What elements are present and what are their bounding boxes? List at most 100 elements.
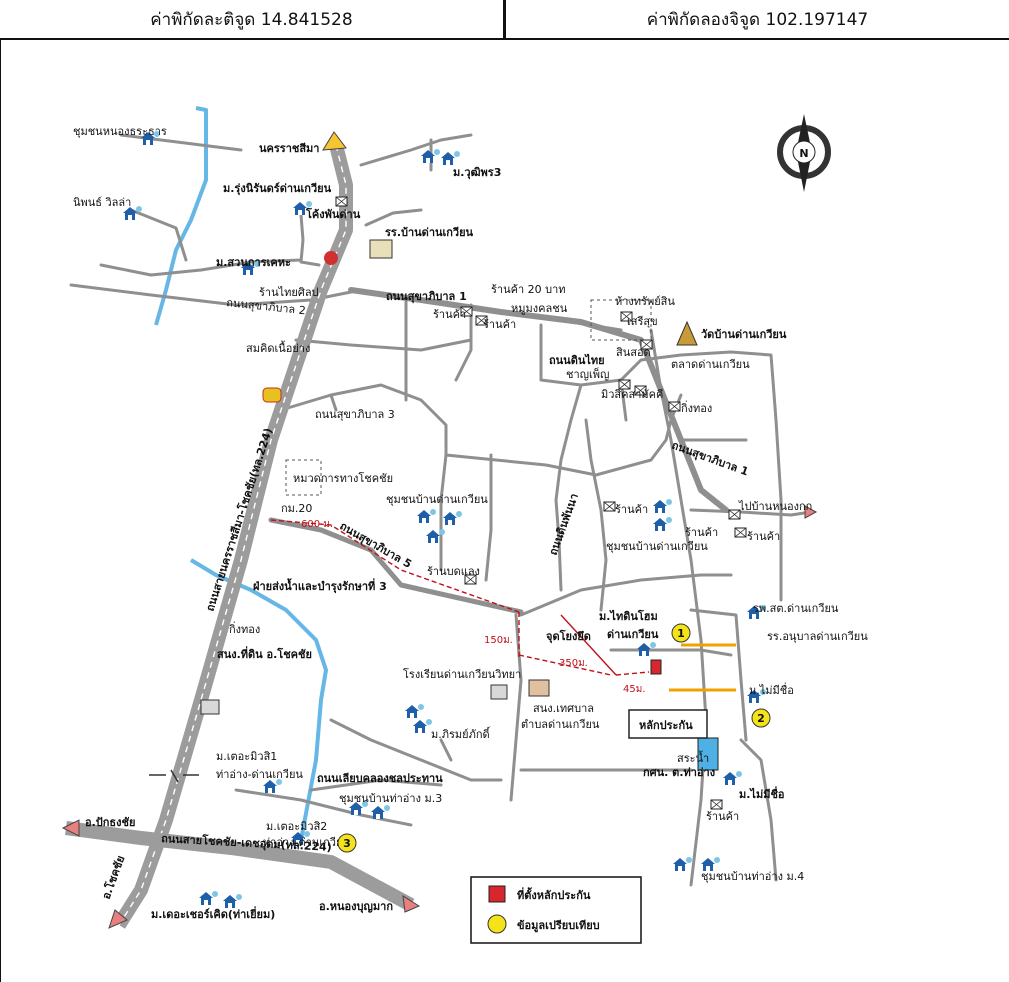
svg-text:ชุมชนบ้านด่านเกวียน: ชุมชนบ้านด่านเกวียน bbox=[386, 493, 488, 506]
svg-text:2: 2 bbox=[757, 712, 765, 725]
svg-text:รร.บ้านด่านเกวียน: รร.บ้านด่านเกวียน bbox=[385, 226, 474, 239]
svg-text:350ม.: 350ม. bbox=[559, 658, 588, 669]
svg-text:ม.ไม่มีชื่อ: ม.ไม่มีชื่อ bbox=[749, 682, 794, 697]
svg-text:45ม.: 45ม. bbox=[623, 684, 646, 695]
svg-text:สินสอด: สินสอด bbox=[616, 346, 651, 359]
svg-text:ม.ไทดินโฮม: ม.ไทดินโฮม bbox=[599, 609, 658, 623]
svg-text:ร้านค้า: ร้านค้า bbox=[706, 810, 739, 823]
southeast-arrow-nongbunmak-icon bbox=[402, 895, 421, 913]
svg-text:ถนนสุขาภิบาล 5: ถนนสุขาภิบาล 5 bbox=[337, 519, 414, 571]
svg-text:ม.สวนการเคหะ: ม.สวนการเคหะ bbox=[216, 256, 291, 269]
svg-text:เสรีสุข: เสรีสุข bbox=[627, 315, 658, 328]
comparison-marker-3[interactable]: 3 bbox=[337, 833, 357, 853]
svg-text:ร้านค้า: ร้านค้า bbox=[433, 308, 466, 321]
svg-text:ชุมชนบ้านด่านเกวียน: ชุมชนบ้านด่านเกวียน bbox=[606, 540, 708, 553]
legend-subject-label: ที่ตั้งหลักประกัน bbox=[517, 887, 591, 902]
shell-logo-icon bbox=[262, 387, 282, 403]
svg-text:โรงเรียนด่านเกวียนวิทยา: โรงเรียนด่านเกวียนวิทยา bbox=[403, 667, 521, 681]
svg-text:ม.ไม่มีชื่อ: ม.ไม่มีชื่อ bbox=[739, 786, 785, 801]
svg-text:ถนนดินไทย: ถนนดินไทย bbox=[549, 353, 605, 367]
comparison-marker-1[interactable]: 1 bbox=[671, 623, 691, 643]
canal-north bbox=[154, 106, 208, 326]
svg-text:ชาญเพ็ญ: ชาญเพ็ญ bbox=[566, 367, 609, 381]
svg-text:ม.เตอะมิวสิ1: ม.เตอะมิวสิ1 bbox=[216, 750, 277, 763]
svg-text:นิพนธ์ วิลล่า: นิพนธ์ วิลล่า bbox=[73, 196, 131, 209]
subject-parcel[interactable] bbox=[650, 659, 662, 675]
svg-text:ร้านค้า: ร้านค้า bbox=[615, 503, 648, 516]
svg-text:สระน้ำ: สระน้ำ bbox=[677, 750, 709, 765]
school-icon bbox=[369, 239, 393, 259]
svg-text:ถนนสุขาภิบาล 2: ถนนสุขาภิบาล 2 bbox=[226, 296, 307, 317]
map-canvas[interactable]: N ชุมชนหนองธระธาร นิพนธ์ วิลล่า น bbox=[1, 40, 1009, 982]
svg-text:รพ.สต.ด่านเกวียน: รพ.สต.ด่านเกวียน bbox=[753, 602, 839, 615]
svg-text:ร้านบดแลง: ร้านบดแลง bbox=[427, 565, 480, 578]
svg-text:สมคิดเนื้อย่าง: สมคิดเนื้อย่าง bbox=[246, 340, 310, 355]
compass-letter: N bbox=[799, 147, 808, 160]
svg-text:ถนนสุขาภิบาล 1: ถนนสุขาภิบาล 1 bbox=[386, 290, 467, 304]
svg-text:ม.รุ่งนิรันดร์ด่านเกวียน: ม.รุ่งนิรันดร์ด่านเกวียน bbox=[223, 182, 332, 196]
svg-text:ท่าอ่าง-ด่านเกวียน: ท่าอ่าง-ด่านเกวียน bbox=[216, 768, 303, 781]
svg-text:ชุมชนบ้านท่าอ่าง ม.3: ชุมชนบ้านท่าอ่าง ม.3 bbox=[339, 792, 442, 805]
location-map[interactable]: N ชุมชนหนองธระธาร นิพนธ์ วิลล่า น bbox=[0, 40, 1009, 982]
svg-text:ร้านค้า: ร้านค้า bbox=[483, 318, 516, 331]
svg-text:หลักประกัน: หลักประกัน bbox=[639, 719, 693, 732]
building-icon bbox=[200, 699, 220, 715]
svg-text:ตำบลด่านเกวียน: ตำบลด่านเกวียน bbox=[521, 718, 600, 731]
svg-text:สนง.เทศบาล: สนง.เทศบาล bbox=[533, 702, 594, 715]
highway-224-ew bbox=[65, 821, 415, 912]
gas-station-icon bbox=[324, 251, 338, 265]
svg-text:กิ่งทอง: กิ่งทอง bbox=[229, 621, 261, 636]
svg-text:3: 3 bbox=[343, 837, 351, 850]
svg-text:ม.ภิรมย์ภักดิ์: ม.ภิรมย์ภักดิ์ bbox=[431, 726, 491, 741]
svg-text:ร้านค้า: ร้านค้า bbox=[747, 530, 780, 543]
svg-text:กิ่งทอง: กิ่งทอง bbox=[681, 400, 713, 415]
temple-icon bbox=[676, 320, 698, 346]
svg-text:ถนนสุขาภิบาล 1: ถนนสุขาภิบาล 1 bbox=[670, 439, 751, 480]
svg-text:ร้านค้า 20 บาท: ร้านค้า 20 บาท bbox=[491, 283, 566, 296]
svg-text:ถนนสุขาภิบาล 3: ถนนสุขาภิบาล 3 bbox=[315, 408, 395, 421]
svg-text:ฝ่ายส่งน้ำและบำรุงรักษาที่ 3: ฝ่ายส่งน้ำและบำรุงรักษาที่ 3 bbox=[253, 578, 387, 594]
svg-text:ร้านไทยศิลป: ร้านไทยศิลป bbox=[259, 286, 319, 299]
measurement-lines bbox=[270, 519, 650, 676]
svg-text:โค้งพันด่าน: โค้งพันด่าน bbox=[305, 207, 361, 221]
svg-text:ม.วุฒิพร3: ม.วุฒิพร3 bbox=[453, 166, 501, 180]
svg-text:ถนนดินพันนา: ถนนดินพันนา bbox=[547, 492, 581, 557]
svg-text:ม.เตอะมิวสิ2: ม.เตอะมิวสิ2 bbox=[266, 820, 327, 833]
svg-text:สนง.ที่ดิน อ.โชคชัย: สนง.ที่ดิน อ.โชคชัย bbox=[217, 646, 312, 661]
svg-text:วัดบ้านด่านเกวียน: วัดบ้านด่านเกวียน bbox=[701, 328, 787, 341]
svg-text:ตลาดด่านเกวียน: ตลาดด่านเกวียน bbox=[671, 358, 750, 371]
svg-text:กม.20: กม.20 bbox=[281, 502, 312, 515]
svg-text:ชุมชนหนองธระธาร: ชุมชนหนองธระธาร bbox=[73, 125, 167, 138]
north-arrow-icon: N bbox=[777, 114, 831, 192]
north-arrow-nakhon-icon bbox=[322, 131, 347, 151]
svg-text:ชุมชนบ้านท่าอ่าง ม.4: ชุมชนบ้านท่าอ่าง ม.4 bbox=[701, 870, 804, 883]
municipal-office-icon bbox=[528, 679, 550, 697]
svg-text:600 ม.: 600 ม. bbox=[301, 519, 333, 530]
blue-pond bbox=[697, 737, 719, 771]
svg-text:ท่าอ่าง-ด่านเกวียน: ท่าอ่าง-ด่านเกวียน bbox=[263, 836, 350, 849]
svg-text:ไปบ้านหนองกก: ไปบ้านหนองกก bbox=[738, 500, 812, 513]
svg-text:หมูมงคลชน: หมูมงคลชน bbox=[511, 302, 568, 315]
school-witthaya-icon bbox=[490, 684, 508, 700]
comparison-marker-2[interactable]: 2 bbox=[751, 708, 771, 728]
svg-text:ถนนเลียบคลองชลประทาน: ถนนเลียบคลองชลประทาน bbox=[317, 772, 443, 785]
west-arrow-pakthongchai-icon bbox=[61, 819, 80, 837]
svg-text:อ.ปักธงชัย: อ.ปักธงชัย bbox=[85, 816, 135, 829]
svg-text:จุดโยงยึด: จุดโยงยึด bbox=[546, 629, 591, 644]
svg-text:ร้านค้า: ร้านค้า bbox=[685, 526, 718, 539]
svg-text:ด่านเกวียน: ด่านเกวียน bbox=[607, 628, 659, 641]
east-arrow-nongkok-icon bbox=[804, 505, 818, 519]
svg-text:150ม.: 150ม. bbox=[484, 635, 513, 646]
svg-text:อ.โชคชัย: อ.โชคชัย bbox=[99, 854, 128, 901]
svg-text:นครราชสีมา: นครราชสีมา bbox=[259, 142, 319, 155]
canal-south bbox=[189, 558, 328, 841]
svg-text:1: 1 bbox=[677, 627, 685, 640]
coordinate-header: ค่าพิกัดละติจูด 14.841528 ค่าพิกัดลองจิจ… bbox=[0, 0, 1009, 40]
house-icons bbox=[123, 131, 766, 908]
svg-text:อ.หนองบุญมาก: อ.หนองบุญมาก bbox=[319, 900, 393, 914]
legend-comparison-label: ข้อมูลเปรียบเทียบ bbox=[517, 919, 600, 933]
legend-comparison-swatch bbox=[487, 914, 507, 934]
svg-text:หมวดการทางโชคชัย: หมวดการทางโชคชัย bbox=[293, 471, 393, 485]
svg-text:ห้างทรัพย์สิน: ห้างทรัพย์สิน bbox=[615, 295, 675, 308]
southwest-arrow-chokchai-icon bbox=[108, 909, 128, 929]
